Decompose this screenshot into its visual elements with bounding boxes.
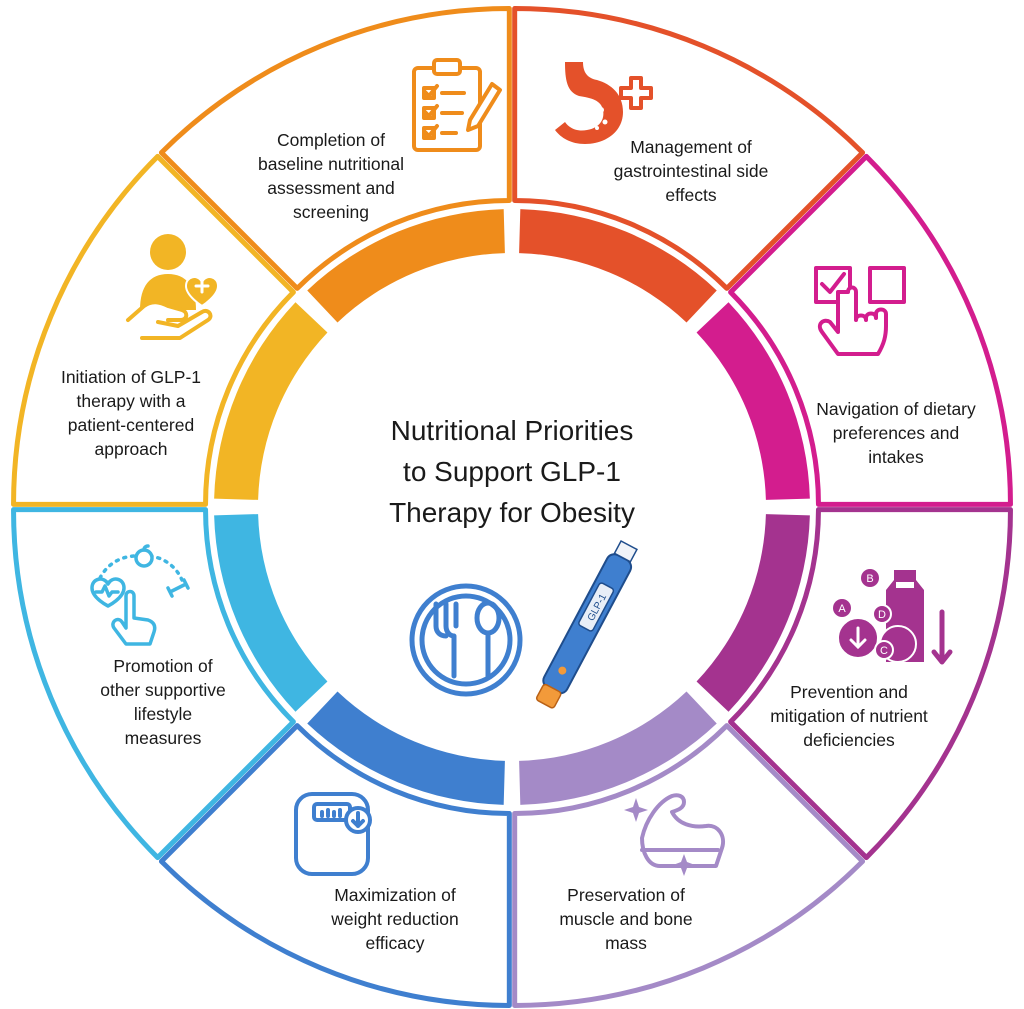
segment-assessment xyxy=(158,6,512,291)
ring-arc-nutrients xyxy=(696,514,810,712)
vitamin-b-letter: B xyxy=(866,573,873,585)
vitamin-c-letter: C xyxy=(880,645,888,657)
ring-arc-dietary xyxy=(696,302,810,500)
ring-arc-gi xyxy=(519,209,717,323)
segment-weight xyxy=(158,723,512,1008)
diagram-title: Nutritional Priorities to Support GLP-1 … xyxy=(389,415,635,528)
segment-lifestyle xyxy=(11,507,296,861)
plate-fork-spoon-icon xyxy=(409,583,523,697)
glp1-pen-icon: GLP-1 xyxy=(535,539,638,709)
segment-gi xyxy=(512,6,866,291)
ring-arc-weight xyxy=(307,691,505,805)
stomach-plus-icon xyxy=(555,62,653,144)
ring-arc-initiation xyxy=(214,302,328,500)
flexed-arm-icon xyxy=(624,793,725,876)
weight-scale-down-icon xyxy=(294,792,372,876)
ring-arc-lifestyle xyxy=(214,514,328,712)
segment-nutrients xyxy=(728,507,1013,861)
ring-arc-assessment xyxy=(307,209,505,323)
clipboard-checklist-icon xyxy=(412,58,502,152)
vitamin-d-letter: D xyxy=(878,609,886,621)
vitamin-a-letter: A xyxy=(838,603,846,615)
lifestyle-hand-icon xyxy=(90,544,190,646)
checkbox-select-icon xyxy=(814,266,906,356)
ring-arc-muscle xyxy=(519,691,717,805)
patient-care-icon xyxy=(126,234,220,340)
vitamins-decline-icon: A B C D xyxy=(833,569,953,665)
